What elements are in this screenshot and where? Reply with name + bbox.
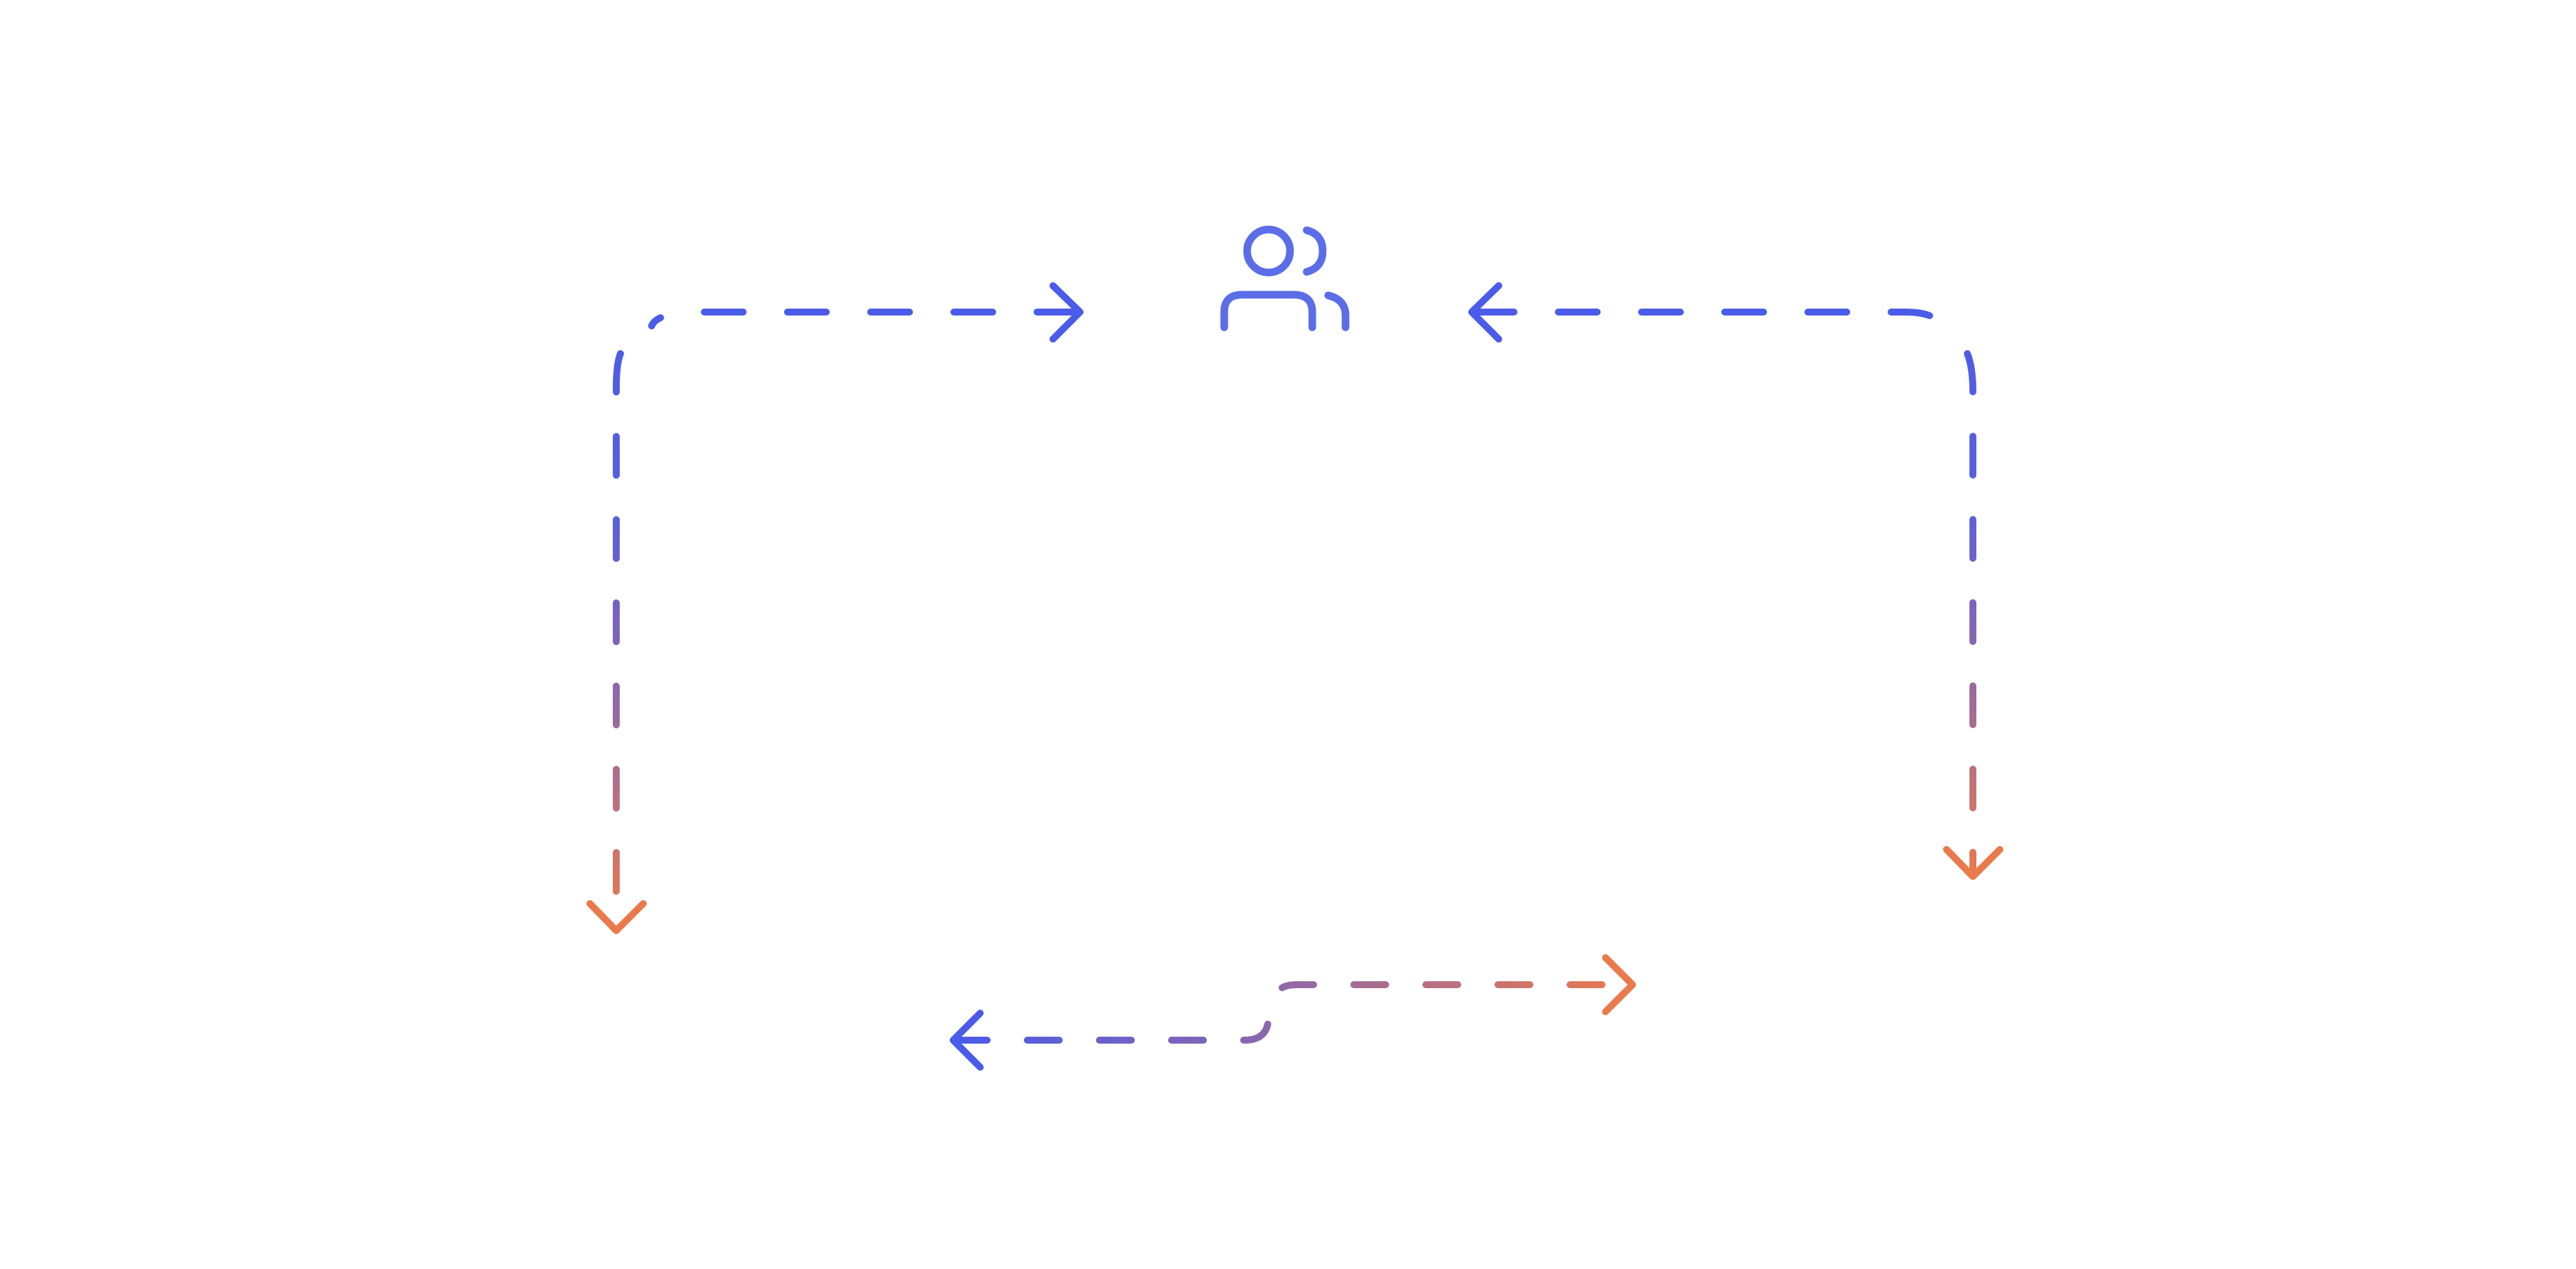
users-icon-head-primary [1243, 225, 1294, 277]
right-loop-arrow [1943, 350, 2003, 880]
bottom-double-arrow-line [952, 981, 1633, 1044]
bottom-double-arrow [950, 954, 1636, 1071]
top-left-arrow [648, 282, 1084, 343]
users-icon-body-secondary [1324, 291, 1350, 331]
left-loop-arrow [586, 350, 647, 934]
bottom-double-arrow-head-right [1602, 954, 1636, 1015]
bottom-double-arrow-head-left [950, 1010, 984, 1071]
top-left-arrow-line [648, 309, 1079, 329]
users-icon [1220, 225, 1350, 331]
top-left-arrow-head [1050, 282, 1084, 343]
top-right-arrow-head [1468, 282, 1502, 343]
left-loop-arrow-head [586, 900, 647, 934]
right-loop-arrow-line [1964, 350, 1976, 877]
users-icon-head-secondary [1303, 226, 1327, 276]
top-right-arrow [1468, 282, 1938, 343]
right-loop-arrow-head [1943, 846, 2003, 880]
left-loop-arrow-line [613, 350, 624, 929]
top-right-arrow-line [1472, 309, 1938, 321]
users-icon-body-primary [1220, 291, 1316, 331]
